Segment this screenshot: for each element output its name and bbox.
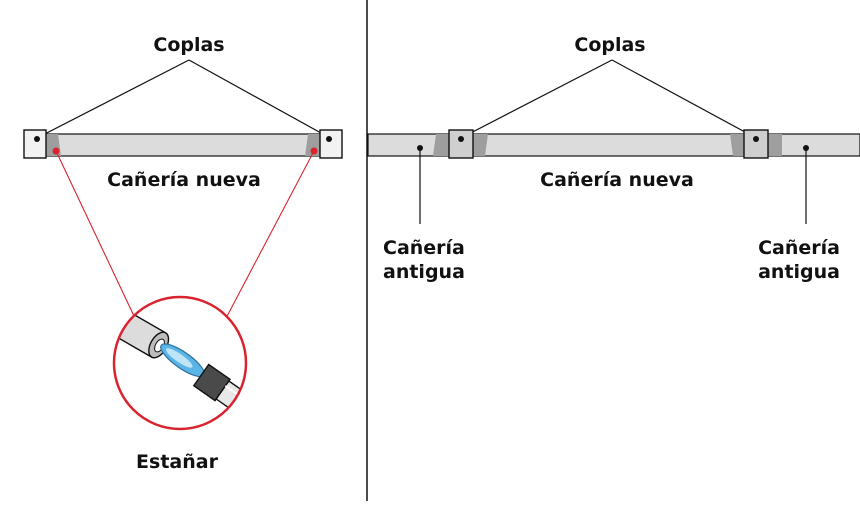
right-coupling-2: [743, 129, 769, 159]
left-coupling-2: [319, 129, 343, 159]
left-coupling-2-dot: [326, 136, 332, 142]
left-pipe-label: Cañería nueva: [107, 169, 261, 191]
left-coupling-1: [23, 129, 47, 159]
left-panel: Coplas Cañería nueva: [23, 34, 343, 473]
old-pipe-right-label-line2: antigua: [758, 261, 840, 283]
zoom-circle-border: [112, 295, 248, 431]
left-estanar-label: Estañar: [136, 451, 219, 473]
left-leader-line-1: [36, 59, 190, 139]
zoom-line-1: [55, 150, 135, 317]
old-pipe-left-label-line1: Cañería: [383, 237, 465, 259]
right-coupling-2-dot: [753, 136, 759, 142]
right-coplas-label: Coplas: [574, 34, 645, 56]
right-panel: Coplas Cañería nueva Cañería antigua Cañ…: [367, 34, 860, 283]
right-leader-line-1: [460, 59, 613, 139]
right-coupling-1: [448, 129, 474, 159]
right-pipe-label: Cañería nueva: [540, 169, 694, 191]
old-pipe-right-label-line1: Cañería: [758, 237, 840, 259]
left-new-pipe: [45, 133, 321, 157]
left-coplas-label: Coplas: [153, 34, 224, 56]
left-coupling-1-dot: [34, 136, 40, 142]
old-pipe-left-label-line2: antigua: [383, 261, 465, 283]
right-coupling-1-dot: [458, 136, 464, 142]
left-leader-line-2: [188, 59, 331, 139]
zoom-line-2: [223, 150, 315, 323]
right-leader-line-2: [611, 59, 757, 139]
